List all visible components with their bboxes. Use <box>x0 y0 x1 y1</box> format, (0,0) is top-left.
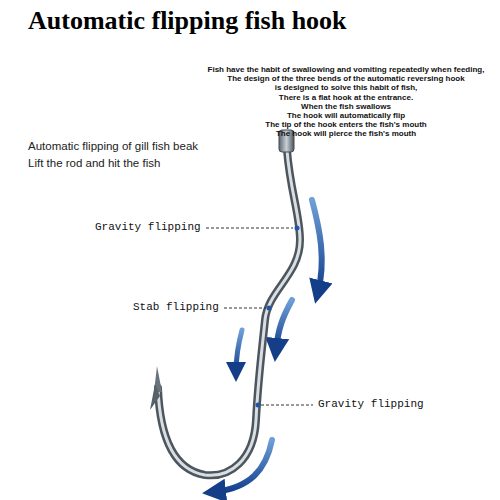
title: Automatic flipping fish hook <box>28 6 347 36</box>
description-line-slot: The hook will pierce the fish's mouth <box>200 130 492 139</box>
flip-arrow <box>236 330 242 372</box>
description-line: The hook will pierce the fish's mouth <box>200 130 492 139</box>
description-line: When the fish swallows <box>200 103 492 112</box>
callout-label-slot: Gravity flipping <box>95 221 201 233</box>
leader-dot <box>267 306 272 311</box>
flip-arrow <box>276 300 292 350</box>
description-line: The tip of the hook enters the fish's mo… <box>200 121 492 130</box>
description-line-slot: When the fish swallows <box>200 103 492 112</box>
description-line-slot: is designed to solve this habit of fish, <box>200 84 492 93</box>
feature-note: Automatic flipping of gill fish beak <box>28 140 198 152</box>
description-line: Fish have the habit of swallowing and vo… <box>200 66 492 75</box>
description-line-slot: The hook will automatically flip <box>200 112 492 121</box>
callout-label: Gravity flipping <box>95 221 201 233</box>
leader-line <box>224 308 266 309</box>
callout-label-slot: Stab flipping <box>133 301 219 313</box>
callout-label: Gravity flipping <box>318 398 424 410</box>
leader-line <box>206 228 293 229</box>
description-line: The design of the three bends of the aut… <box>200 75 492 84</box>
description-line: The hook will automatically flip <box>200 112 492 121</box>
hook-barb <box>150 384 160 410</box>
leader-line <box>261 405 313 406</box>
description-line-slot: The tip of the hook enters the fish's mo… <box>200 121 492 130</box>
description-line-slot: There is a flat hook at the entrance. <box>200 94 492 103</box>
leader-dot <box>295 226 300 231</box>
flip-arrow <box>312 200 322 292</box>
description-line-slot: The design of the three bends of the aut… <box>200 75 492 84</box>
title-slot: Automatic flipping fish hook <box>28 6 347 36</box>
feature-note-slot: Automatic flipping of gill fish beak <box>28 140 198 152</box>
description-line: There is a flat hook at the entrance. <box>200 94 492 103</box>
description-line: is designed to solve this habit of fish, <box>200 84 492 93</box>
callout-label-slot: Gravity flipping <box>318 398 424 410</box>
callout-label: Stab flipping <box>133 301 219 313</box>
feature-note-slot: Lift the rod and hit the fish <box>28 157 160 169</box>
description-line-slot: Fish have the habit of swallowing and vo… <box>200 66 492 75</box>
leader-dot <box>256 403 261 408</box>
flip-arrow <box>214 440 272 492</box>
feature-note: Lift the rod and hit the fish <box>28 157 160 169</box>
